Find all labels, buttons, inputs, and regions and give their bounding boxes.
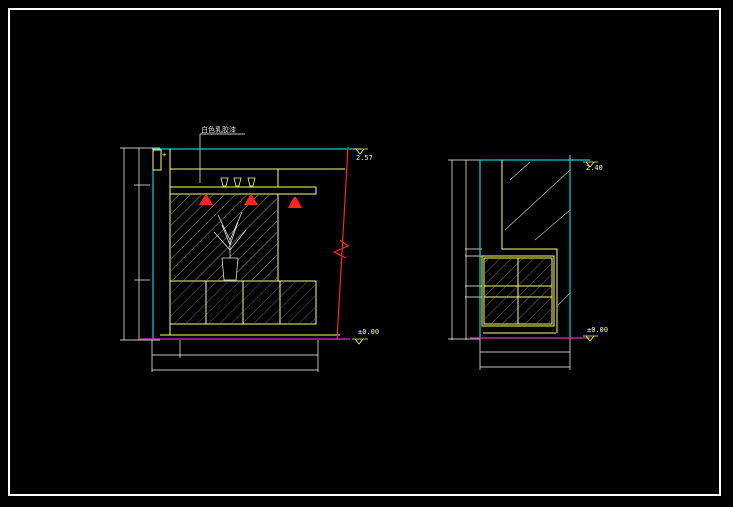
left-elevation: + 2.57 ±0.00 白色乳胶漆 (120, 125, 379, 372)
lamp-icon (288, 197, 302, 208)
lamp-icon (199, 195, 213, 205)
hatched-cabinet (171, 282, 315, 323)
pendant-lamps (199, 195, 302, 208)
level-marker-icon (353, 148, 368, 155)
right-top-level: 2.40 (586, 164, 603, 172)
left-floor-level: ±0.00 (358, 328, 379, 336)
cross-mark-icon: + (162, 151, 166, 159)
plant-vase-icon (213, 211, 247, 281)
ceiling-spots (220, 177, 256, 187)
hatched-cabinet (485, 259, 551, 323)
glass-reflection-lines (504, 161, 571, 306)
wall-lines (479, 155, 590, 340)
level-marker-icon (583, 161, 598, 168)
left-dimension-lines (120, 133, 319, 372)
left-top-level: 2.57 (356, 154, 373, 162)
right-dimension-lines (448, 159, 571, 370)
level-marker-icon (583, 335, 598, 342)
break-line (332, 146, 350, 341)
material-note: 白色乳胶漆 (201, 125, 236, 134)
lamp-icon (244, 195, 258, 205)
right-elevation: 2.40 ±0.00 (448, 155, 608, 370)
level-marker-icon (352, 338, 368, 345)
ceiling-lines (152, 148, 362, 340)
right-floor-level: ±0.00 (587, 326, 608, 334)
sheet-border (8, 8, 721, 496)
